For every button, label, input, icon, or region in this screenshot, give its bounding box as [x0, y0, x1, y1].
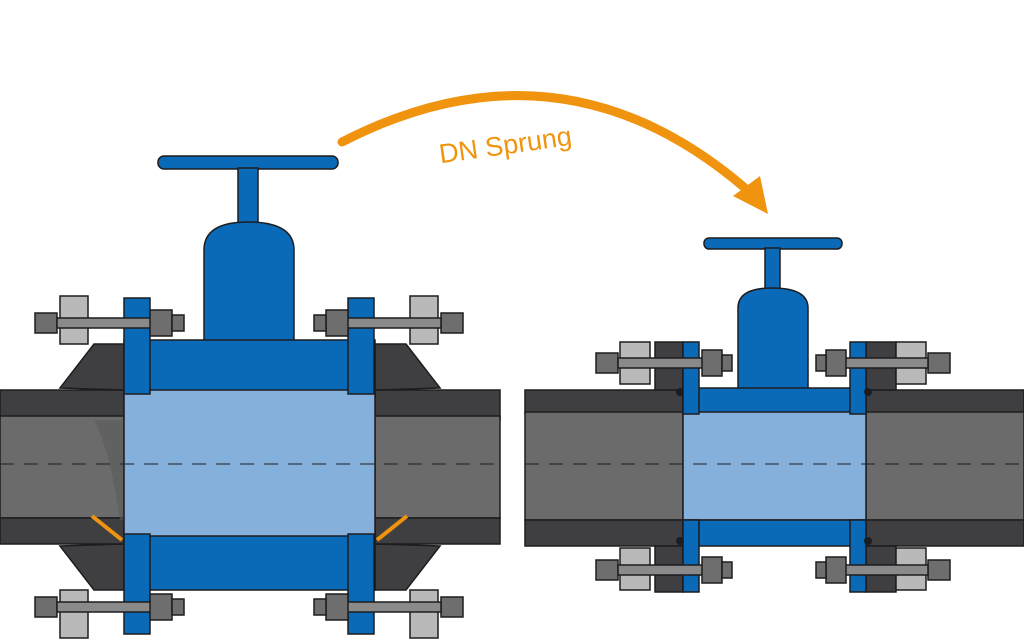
- bolt-icon: [815, 547, 951, 591]
- pipe-right: [374, 389, 501, 545]
- arrow-head-icon: [733, 176, 768, 214]
- bolt-icon: [34, 589, 185, 639]
- flange-adapter-left: [58, 343, 125, 591]
- gasket-icon: [90, 514, 124, 542]
- left-assembly: [0, 155, 501, 639]
- handwheel-large: [157, 155, 339, 170]
- valve-large: [123, 155, 376, 635]
- bore-small: [682, 411, 867, 521]
- bolt-icon: [34, 295, 185, 345]
- bolt-icon: [313, 295, 464, 345]
- gasket-icon: [375, 514, 409, 542]
- bolt-icon: [815, 341, 951, 385]
- arrow-label: DN Sprung: [437, 121, 573, 169]
- bonnet-large: [203, 221, 295, 351]
- bolt-icon: [595, 547, 733, 591]
- pipe-right: [865, 341, 1024, 593]
- stem-large: [237, 167, 259, 225]
- curved-arrow-icon: [337, 91, 750, 193]
- right-assembly: [524, 237, 1024, 593]
- pipe-left: [0, 389, 125, 545]
- bolt-icon: [595, 341, 733, 385]
- stem-small: [764, 247, 781, 291]
- bolt-icon: [313, 589, 464, 639]
- pipe-left: [524, 341, 684, 593]
- bonnet-small: [737, 287, 809, 393]
- valve-small: [676, 237, 872, 593]
